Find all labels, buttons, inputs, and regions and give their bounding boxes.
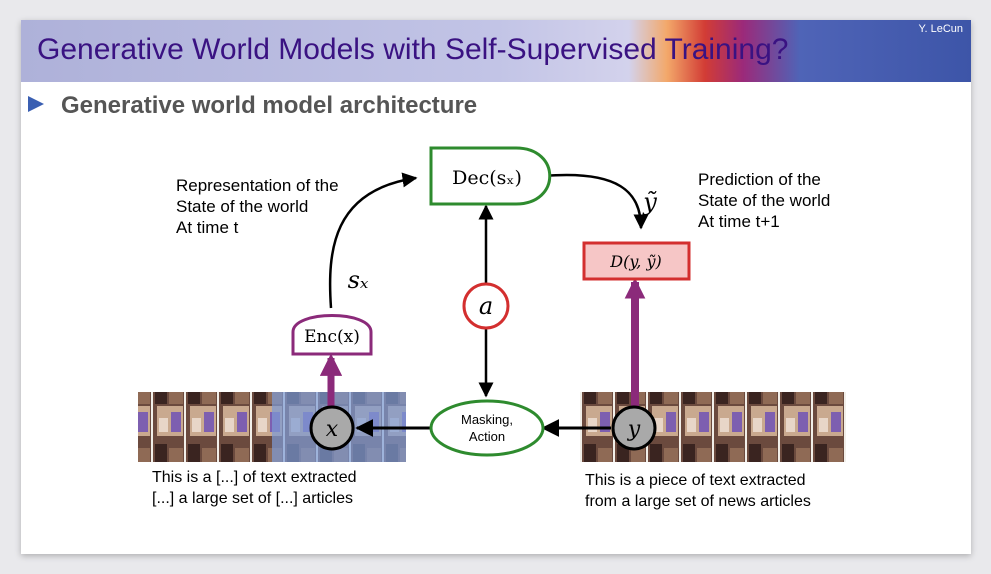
left-caption: This is a [...] of text extracted [...] … <box>152 467 357 509</box>
masking-label-line-2: Action <box>469 429 505 444</box>
representation-line-1: Representation of the <box>176 176 339 195</box>
slide: Generative World Models with Self-Superv… <box>21 20 971 554</box>
sx-label: sₓ <box>348 266 369 294</box>
architecture-diagram: Dec(sₓ) Enc(x) D(y, ỹ) a Masking, Action… <box>138 146 846 462</box>
left-caption-line-2: [...] a large set of [...] articles <box>152 490 353 507</box>
distance-label: D(y, ỹ) <box>609 252 661 271</box>
slide-title: Generative World Models with Self-Superv… <box>37 33 789 66</box>
action-label: a <box>479 292 493 320</box>
prediction-label: Prediction of the State of the world At … <box>698 169 830 232</box>
representation-line-3: At time t <box>176 218 239 237</box>
state-arrow <box>328 172 418 309</box>
distance-node <box>582 241 691 281</box>
decoder-label: Dec(sₓ) <box>452 167 522 189</box>
slide-subtitle: Generative world model architecture <box>61 92 478 119</box>
decoder-node <box>429 146 552 206</box>
right-caption-line-2: from a large set of news articles <box>585 493 811 510</box>
author-label: Y. LeCun <box>918 23 963 35</box>
encoder-label: Enc(x) <box>304 327 360 347</box>
y-node <box>611 405 657 451</box>
left-video-frames <box>138 392 272 462</box>
action-node <box>462 282 510 330</box>
right-caption: This is a piece of text extracted from a… <box>585 470 811 512</box>
x-label: x <box>326 417 339 442</box>
x-node <box>309 405 355 451</box>
prediction-line-2: State of the world <box>698 191 831 210</box>
masking-label-line-1: Masking, <box>461 412 513 427</box>
ytilde-label: ỹ <box>642 188 657 216</box>
title-bar: Generative World Models with Self-Superv… <box>21 20 971 82</box>
prediction-arrow <box>543 173 649 230</box>
left-caption-line-1: This is a [...] of text extracted <box>152 469 357 486</box>
encoder-node <box>291 314 373 356</box>
prediction-line-3: At time t+1 <box>698 212 780 231</box>
prediction-line-1: Prediction of the <box>698 170 821 189</box>
bullet-triangle-icon <box>28 96 44 112</box>
masking-node <box>429 399 545 457</box>
right-caption-line-1: This is a piece of text extracted <box>585 472 806 489</box>
representation-line-2: State of the world <box>176 197 309 216</box>
representation-label: Representation of the State of the world… <box>176 175 339 238</box>
y-label: y <box>627 417 641 442</box>
